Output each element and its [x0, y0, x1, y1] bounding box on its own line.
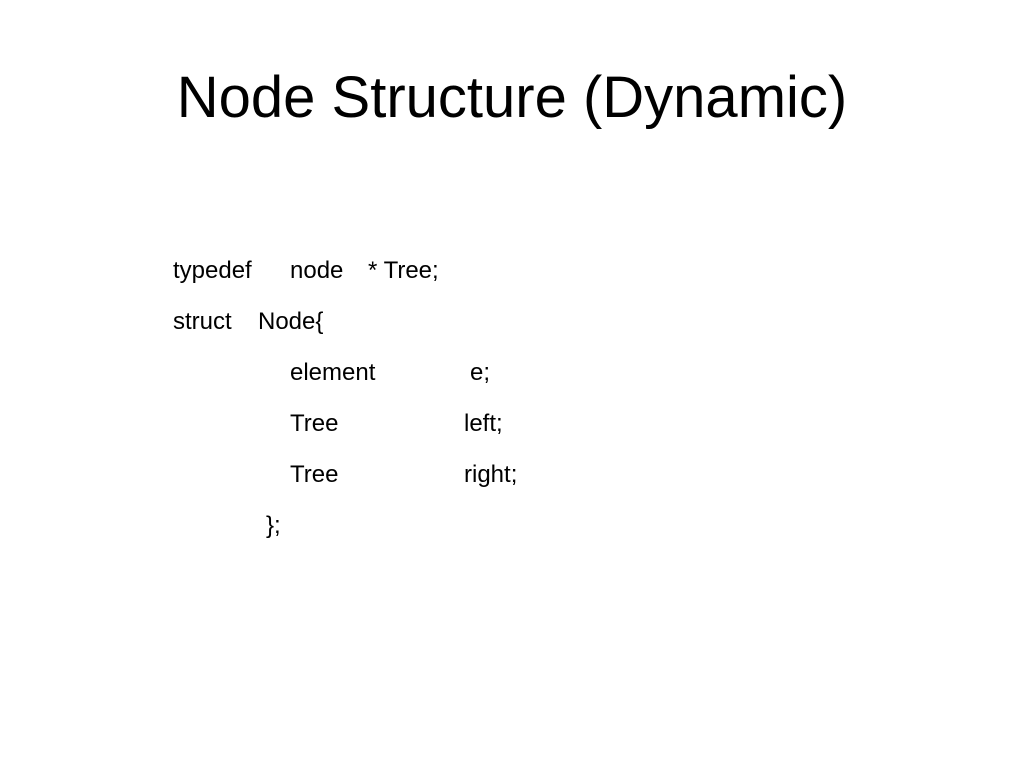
code-line3-field: e; [470, 359, 491, 386]
code-line1-type: node [290, 257, 344, 284]
slide-title: Node Structure (Dynamic) [176, 65, 848, 130]
code-line4-type: Tree [290, 410, 339, 437]
code-line2-keyword: struct [173, 308, 232, 335]
code-line6-close: }; [266, 512, 281, 539]
code-line3-type: element [290, 359, 376, 386]
code-line5-field: right; [464, 461, 518, 488]
code-line1-keyword: typedef [173, 257, 252, 284]
code-line1-alias: * Tree; [368, 257, 439, 284]
code-line2-name: Node{ [258, 308, 324, 335]
code-line4-field: left; [464, 410, 503, 437]
code-line5-type: Tree [290, 461, 339, 488]
